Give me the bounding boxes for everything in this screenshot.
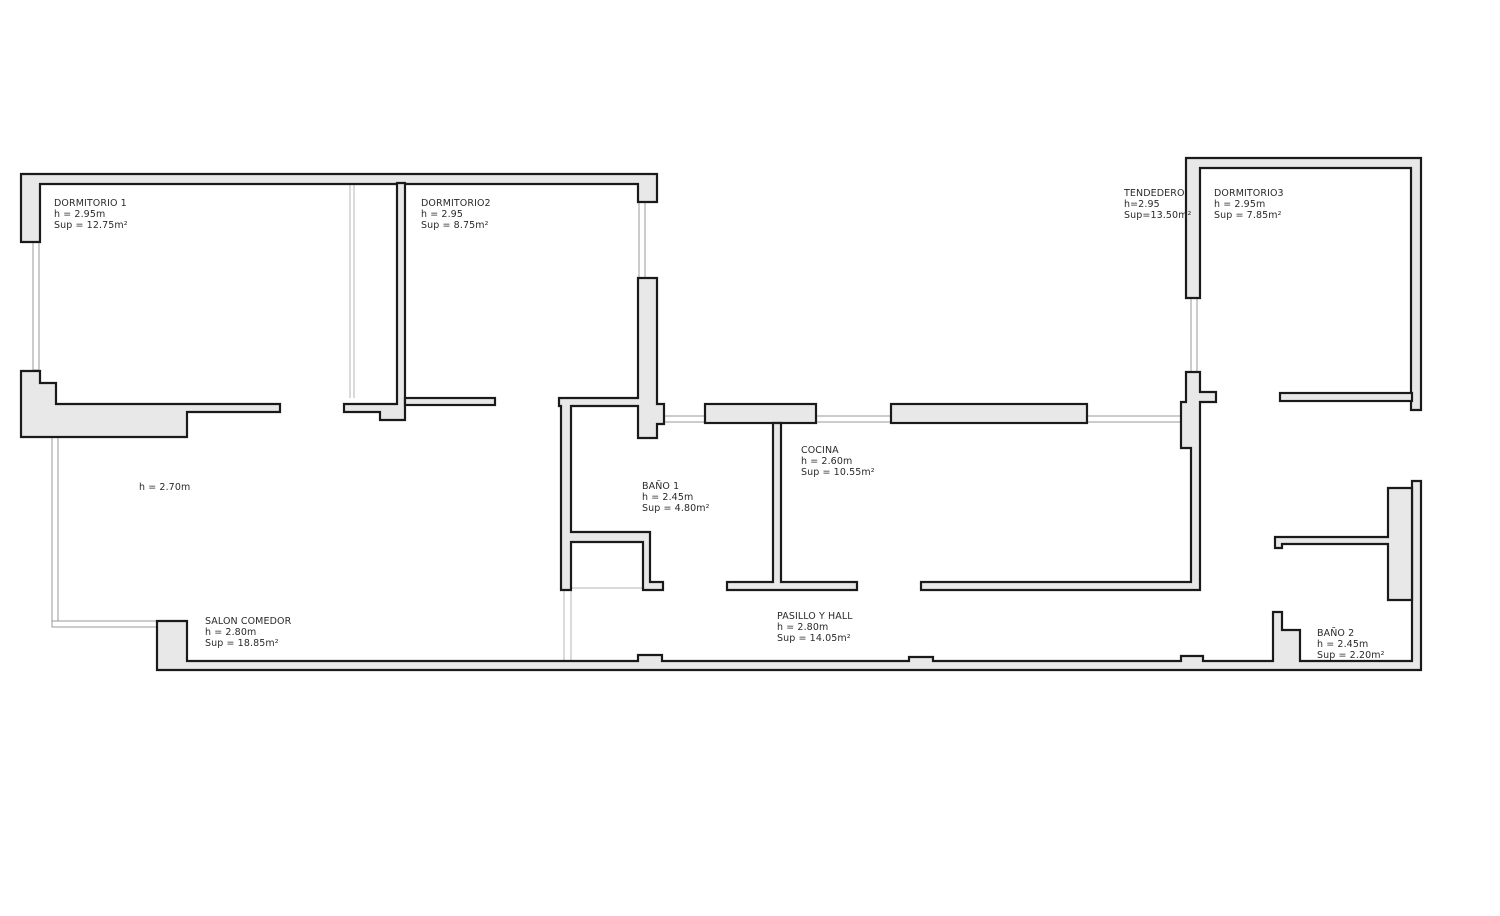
window-tendedero <box>1190 297 1198 375</box>
label-line: Sup = 14.05m² <box>777 633 851 644</box>
room-labels: DORMITORIO 1 h = 2.95m Sup = 12.75m² DOR… <box>54 188 1385 661</box>
label-line: h = 2.95 <box>421 209 463 220</box>
label-cocina: COCINA h = 2.60m Sup = 10.55m² <box>801 445 875 478</box>
window-cocina-2 <box>815 415 893 423</box>
window-dormitorio2 <box>638 201 646 279</box>
windows <box>32 183 1198 662</box>
label-line: Sup = 8.75m² <box>421 220 489 231</box>
label-dormitorio2: DORMITORIO2 h = 2.95 Sup = 8.75m² <box>421 198 494 231</box>
wall-dormitorio1-bottom <box>19 369 282 439</box>
label-pasillo-hall: PASILLO Y HALL h = 2.80m Sup = 14.05m² <box>777 611 856 644</box>
label-line: Sup=13.50m² <box>1124 210 1191 221</box>
label-line: DORMITORIO2 <box>421 198 491 209</box>
label-salon-height: h = 2.70m <box>139 482 190 493</box>
window-salon-left <box>51 436 59 624</box>
label-line: COCINA <box>801 445 839 456</box>
window-salon-bottom <box>51 620 159 628</box>
label-line: h = 2.70m <box>139 482 190 493</box>
label-line: h = 2.95m <box>1214 199 1265 210</box>
label-line: Sup = 10.55m² <box>801 467 875 478</box>
window-cocina-1 <box>659 415 707 423</box>
label-bano1: BAÑO 1 h = 2.45m Sup = 4.80m² <box>642 481 710 514</box>
wall-bano2-top <box>1273 486 1414 602</box>
label-tendedero: TENDEDERO h=2.95 Sup=13.50m² <box>1123 188 1191 221</box>
label-line: BAÑO 2 <box>1317 628 1354 639</box>
walls <box>19 156 1423 672</box>
wall-kitchen-top-2 <box>889 402 1089 425</box>
label-line: PASILLO Y HALL <box>777 611 853 622</box>
wall-bano1-kitchen <box>725 421 859 592</box>
wall-closet-dormitorio2 <box>403 396 497 407</box>
wall-kitchen-right <box>919 370 1218 592</box>
label-line: h = 2.80m <box>777 622 828 633</box>
window-dormitorio1 <box>32 241 40 371</box>
label-line: Sup = 7.85m² <box>1214 210 1282 221</box>
label-dormitorio3: DORMITORIO3 h = 2.95m Sup = 7.85m² <box>1214 188 1287 221</box>
label-line: BAÑO 1 <box>642 481 679 492</box>
label-line: h = 2.45m <box>642 492 693 503</box>
label-line: Sup = 12.75m² <box>54 220 128 231</box>
label-line: h = 2.95m <box>54 209 105 220</box>
wall-bano2-right <box>155 479 1423 672</box>
label-salon-comedor: SALON COMEDOR h = 2.80m Sup = 18.85m² <box>205 616 294 649</box>
label-line: h = 2.80m <box>205 627 256 638</box>
wall-dormitorio3-bottom <box>1278 391 1414 403</box>
label-line: Sup = 2.20m² <box>1317 650 1385 661</box>
label-line: Sup = 18.85m² <box>205 638 279 649</box>
wall-kitchen-top-1 <box>703 402 818 425</box>
label-bano2: BAÑO 2 h = 2.45m Sup = 2.20m² <box>1317 628 1385 661</box>
label-line: TENDEDERO <box>1123 188 1185 199</box>
label-line: Sup = 4.80m² <box>642 503 710 514</box>
label-line: h = 2.45m <box>1317 639 1368 650</box>
label-line: h = 2.60m <box>801 456 852 467</box>
window-cocina-3 <box>1086 415 1186 423</box>
label-line: DORMITORIO 1 <box>54 198 127 209</box>
label-line: h=2.95 <box>1124 199 1160 210</box>
wall-dormitorio2-right <box>557 276 666 592</box>
wall-partition-d1-d2 <box>342 181 407 422</box>
wall-dormitorio3 <box>1184 156 1423 412</box>
label-line: SALON COMEDOR <box>205 616 292 627</box>
label-line: DORMITORIO3 <box>1214 188 1284 199</box>
wall-top-left <box>19 172 659 244</box>
label-dormitorio1: DORMITORIO 1 h = 2.95m Sup = 12.75m² <box>54 198 130 231</box>
